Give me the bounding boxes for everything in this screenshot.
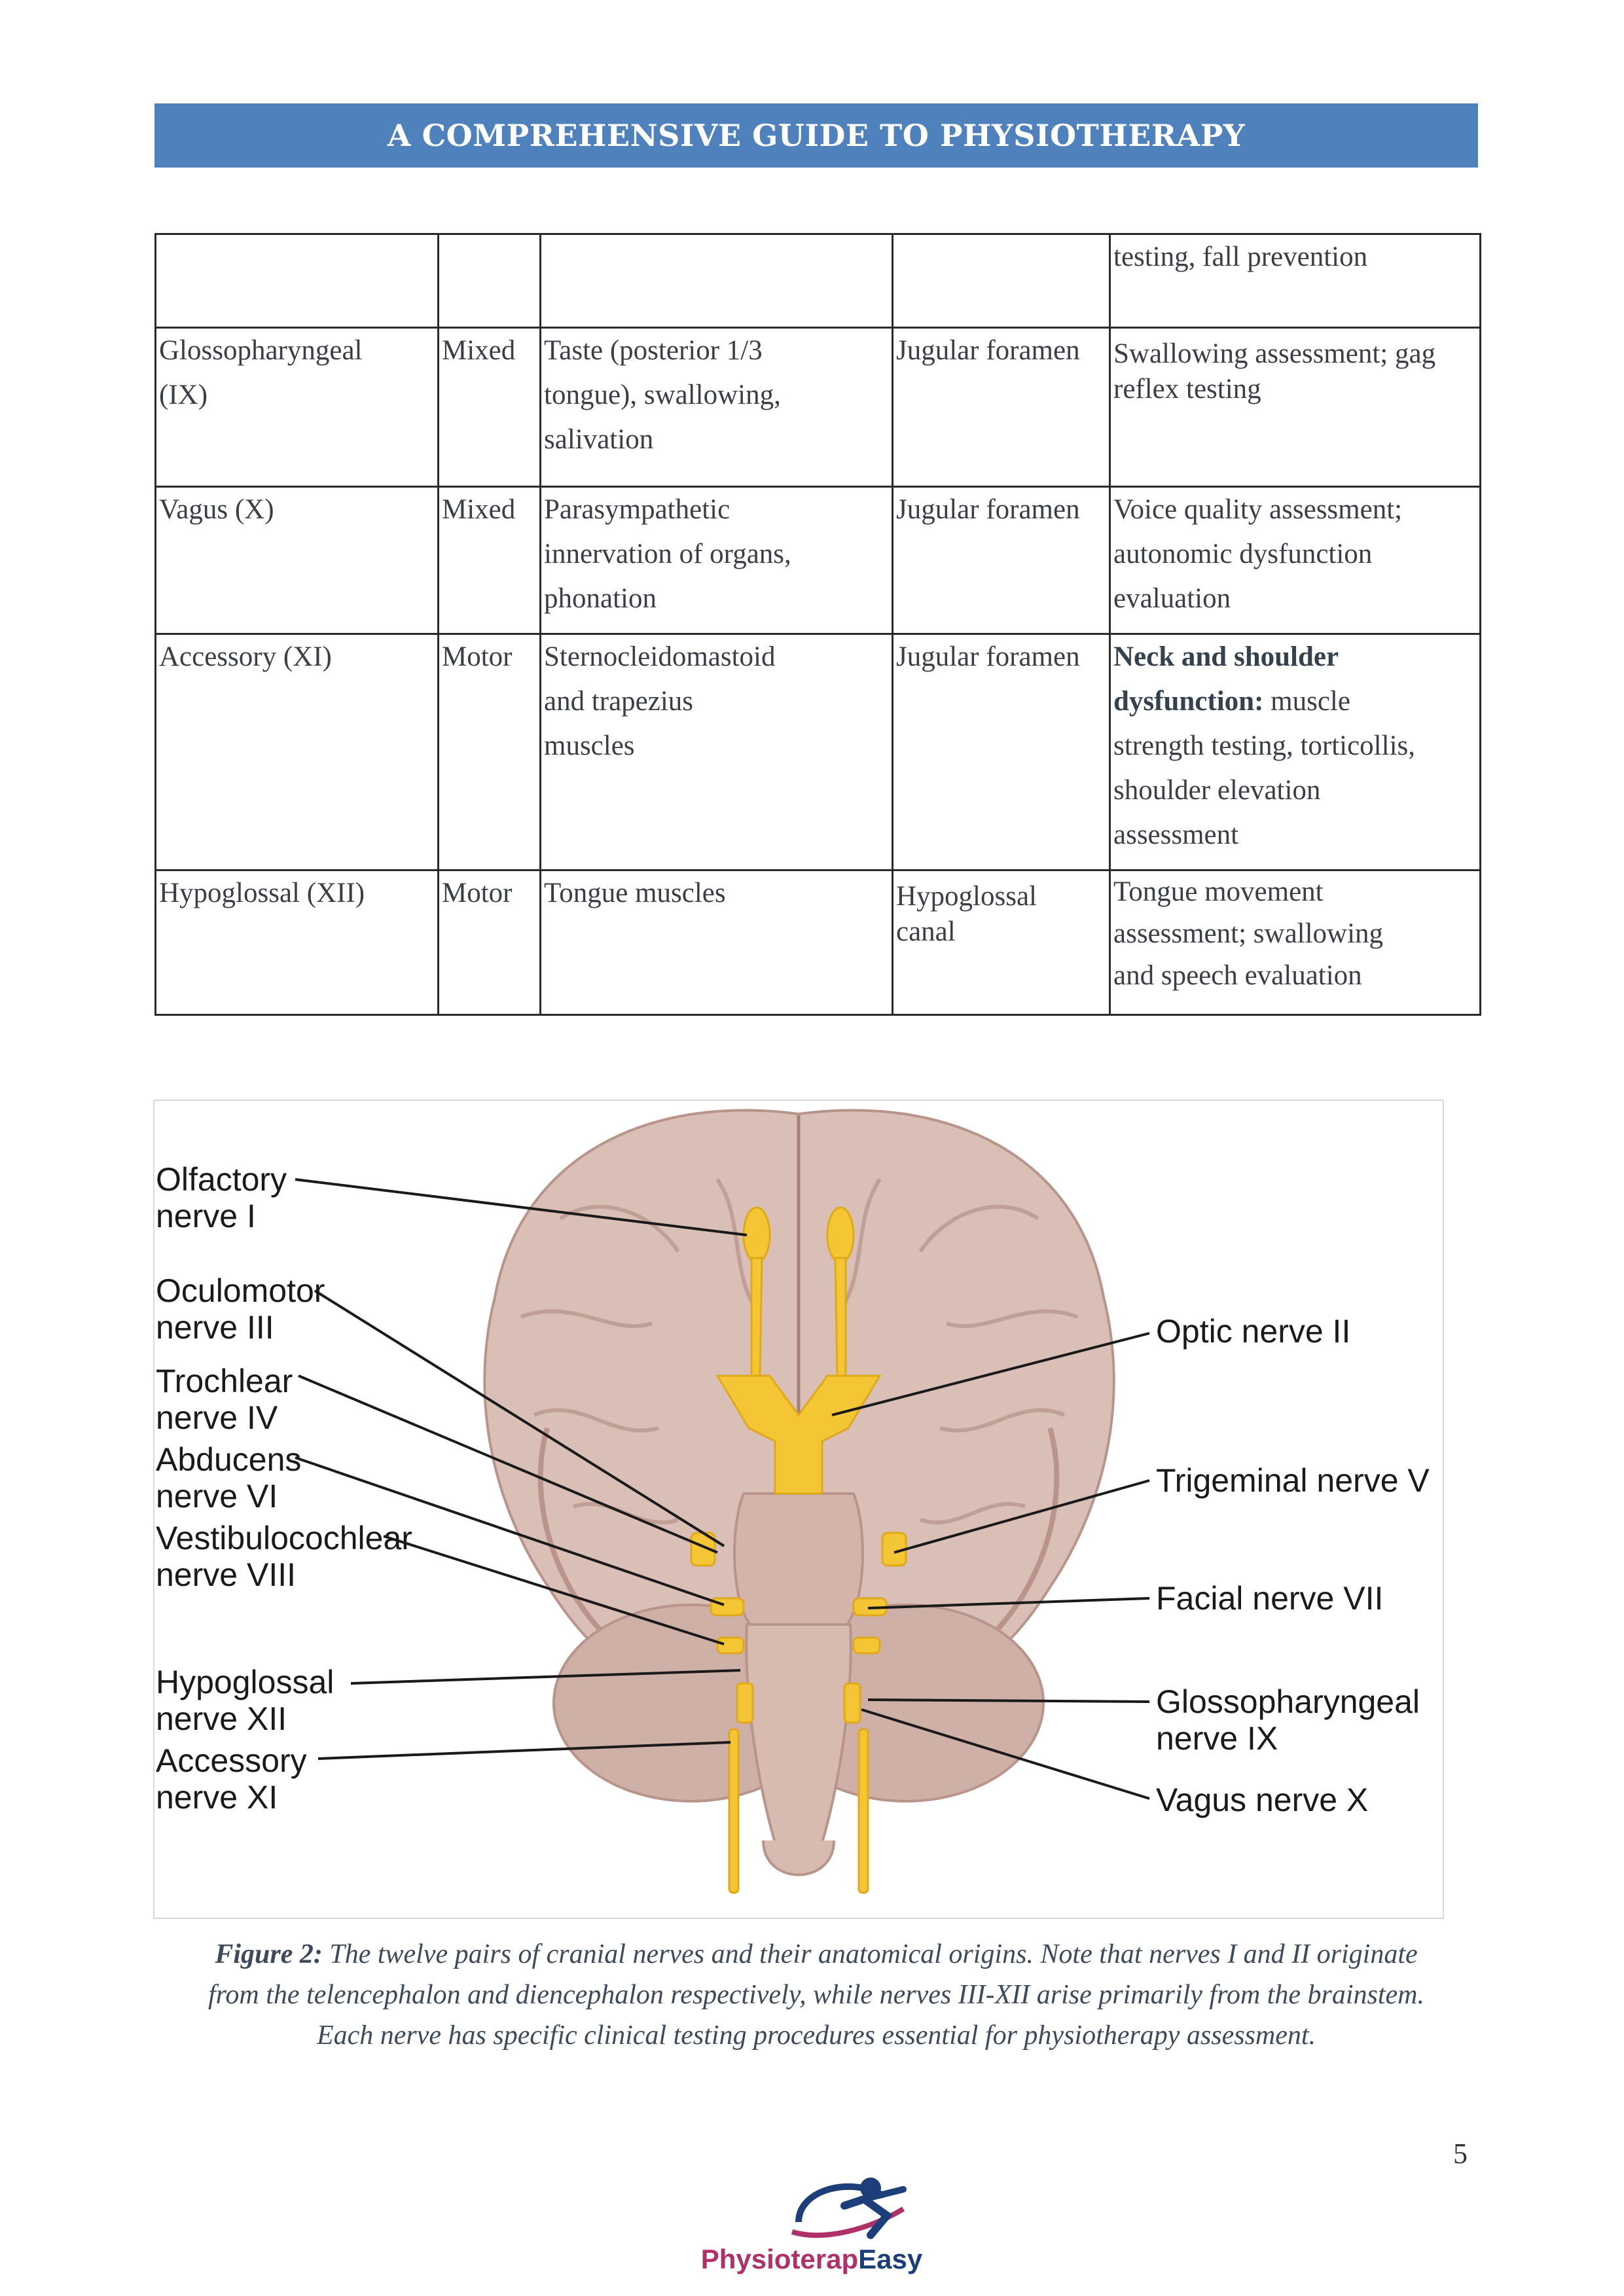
table-cell: testing, fall prevention (1109, 233, 1481, 329)
medulla (745, 1623, 852, 1848)
caption-label: Figure 2: (215, 1939, 323, 1969)
nerve-cell: Accessory (XI) (154, 633, 439, 871)
optic-chiasm (715, 1374, 882, 1495)
cell-text: testing, fall prevention (1113, 242, 1368, 272)
vagus-label: Vagus nerve X (1156, 1782, 1369, 1818)
caption-line: The twelve pairs of cranial nerves and t… (322, 1939, 1418, 1969)
page-number: 5 (1453, 2138, 1468, 2170)
table-cell (437, 233, 541, 329)
trigeminal-label: Trigeminal nerve V (1156, 1462, 1430, 1499)
type-cell: Motor (437, 869, 541, 1016)
caption-line: from the telencephalon and diencephalon … (208, 1980, 1425, 2010)
table-cell (892, 233, 1111, 329)
figure-caption: Figure 2: The twelve pairs of cranial ne… (154, 1934, 1478, 2056)
nerve-cell: Vagus (X) (154, 486, 439, 635)
optic-label: Optic nerve II (1156, 1313, 1351, 1350)
type-cell: Mixed (437, 327, 541, 488)
type-cell: Motor (437, 633, 541, 871)
physiotherapeasy-logo-icon (791, 2178, 907, 2239)
header-bar: A COMPREHENSIVE GUIDE TO PHYSIOTHERAPY (154, 103, 1478, 168)
page-title: A COMPREHENSIVE GUIDE TO PHYSIOTHERAPY (387, 118, 1246, 153)
nerve-cell: Glossopharyngeal(IX) (154, 327, 439, 488)
logo-wordmark: PhysioterapEasy (700, 2244, 923, 2274)
leader-lines (295, 1178, 1150, 1800)
pons (733, 1492, 864, 1626)
table-cell (154, 233, 439, 329)
cranial-nerves-table: testing, fall prevention Glossopharyngea… (154, 233, 1481, 1016)
table-row: Hypoglossal (XII) Motor Tongue muscles H… (154, 869, 1481, 1016)
spinal-cord (762, 1840, 835, 1876)
gyri (520, 1178, 1079, 1525)
caption-line: Each nerve has specific clinical testing… (316, 2020, 1316, 2051)
exit-cell: Jugular foramen (892, 633, 1111, 871)
cranial-nerve-roots (690, 1532, 907, 1894)
table-row: testing, fall prevention (154, 233, 1481, 329)
table-row: Accessory (XI) Motor Sternocleidomastoid… (154, 633, 1481, 871)
function-cell: Tongue muscles (539, 869, 893, 1016)
exit-cell: Jugular foramen (892, 486, 1111, 635)
table-row: Glossopharyngeal(IX) Mixed Taste (poster… (154, 327, 1481, 488)
nerve-cell: Hypoglossal (XII) (154, 869, 439, 1016)
exit-cell: Jugular foramen (892, 327, 1111, 488)
brain-illustration (295, 1109, 1150, 1894)
type-cell: Mixed (437, 486, 541, 635)
assessment-cell: Voice quality assessment;autonomic dysfu… (1109, 486, 1481, 635)
facial-label: Facial nerve VII (1156, 1580, 1384, 1617)
table-cell (539, 233, 893, 329)
